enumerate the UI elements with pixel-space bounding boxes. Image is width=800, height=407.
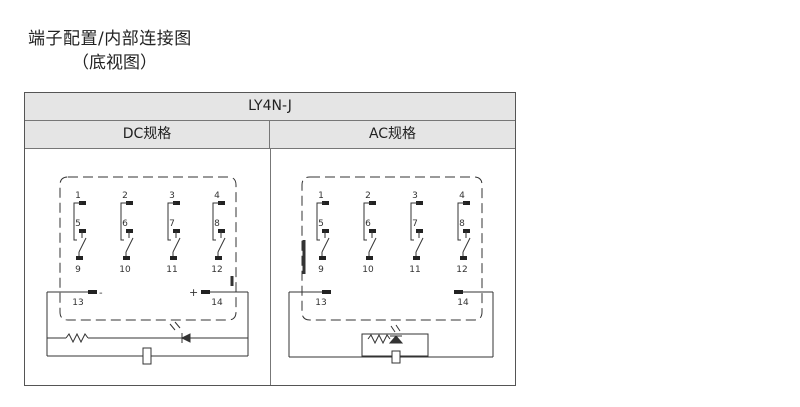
contact-wire (316, 202, 325, 241)
contact-wire (120, 202, 129, 241)
dc-spec-header: DC规格 (25, 121, 270, 149)
contact-wire (73, 202, 82, 241)
terminal-number: 8 (214, 219, 220, 229)
contact-wire (167, 202, 176, 241)
terminal-number: 1 (75, 191, 81, 201)
dc-plus-label: + (189, 286, 198, 299)
column-divider (270, 149, 271, 385)
terminal-number: 9 (75, 265, 81, 275)
terminal-number: 9 (318, 265, 324, 275)
ac-relay-outline (301, 176, 483, 321)
terminal-number: 14 (211, 298, 223, 308)
terminal-number: 11 (409, 265, 420, 275)
coil-terminal-pad (322, 290, 331, 294)
connection-table: LY4N-J DC规格 AC规格 (24, 92, 516, 386)
terminal-pad (170, 256, 177, 260)
contact-wire (410, 202, 419, 241)
terminal-number: 8 (459, 219, 465, 229)
terminal-pad (319, 256, 326, 260)
terminal-number: 12 (211, 265, 222, 275)
terminal-pad (126, 201, 133, 205)
terminal-number: 2 (122, 191, 128, 201)
contact-blade (125, 237, 134, 253)
dc-minus-label: - (99, 288, 103, 299)
coil-terminal-pad (88, 290, 97, 294)
terminal-pad (413, 256, 420, 260)
contact-wire (212, 202, 221, 241)
terminal-number: 10 (362, 265, 374, 275)
terminal-pad (173, 201, 180, 205)
terminal-number: 7 (169, 219, 175, 229)
terminal-pad (366, 256, 373, 260)
terminal-number: 1 (318, 191, 324, 201)
terminal-number: 13 (72, 298, 83, 308)
contact-blade (462, 237, 471, 253)
contact-blade (78, 237, 87, 253)
contact-wire (363, 202, 372, 241)
terminal-number: 6 (122, 219, 128, 229)
terminal-number: 5 (75, 219, 81, 229)
ac-spec-header: AC规格 (270, 121, 515, 149)
terminal-pad (322, 201, 329, 205)
contact-blade (321, 237, 330, 253)
contact-blade (415, 237, 424, 253)
terminal-number: 3 (169, 191, 175, 201)
terminal-number: 14 (457, 298, 469, 308)
terminal-number: 11 (166, 265, 177, 275)
terminal-pad (460, 256, 467, 260)
terminal-pad (416, 201, 423, 205)
terminal-number: 13 (315, 298, 326, 308)
terminal-number: 6 (365, 219, 371, 229)
model-header: LY4N-J (25, 93, 515, 121)
terminal-number: 7 (412, 219, 418, 229)
contact-blade (217, 237, 226, 253)
terminal-number: 4 (214, 191, 220, 201)
terminal-pad (79, 201, 86, 205)
terminal-pad (123, 256, 130, 260)
terminal-pad (463, 201, 470, 205)
dc-relay-outline (59, 176, 237, 321)
terminal-pad (369, 201, 376, 205)
page-subtitle: （底视图） (72, 53, 157, 73)
page-title: 端子配置/内部连接图 (28, 29, 192, 49)
terminal-number: 4 (459, 191, 465, 201)
contact-blade (368, 237, 377, 253)
coil-terminal-pad (201, 290, 210, 294)
terminal-number: 10 (119, 265, 131, 275)
terminal-pad (218, 201, 225, 205)
terminal-number: 2 (365, 191, 371, 201)
coil-terminal-pad (454, 290, 463, 294)
dc-coil-circuit (46, 291, 249, 365)
contact-blade (172, 237, 181, 253)
terminal-number: 3 (412, 191, 418, 201)
terminal-pad (76, 256, 83, 260)
contact-wire (457, 202, 466, 241)
terminal-number: 12 (456, 265, 467, 275)
terminal-number: 5 (318, 219, 324, 229)
terminal-pad (215, 256, 222, 260)
